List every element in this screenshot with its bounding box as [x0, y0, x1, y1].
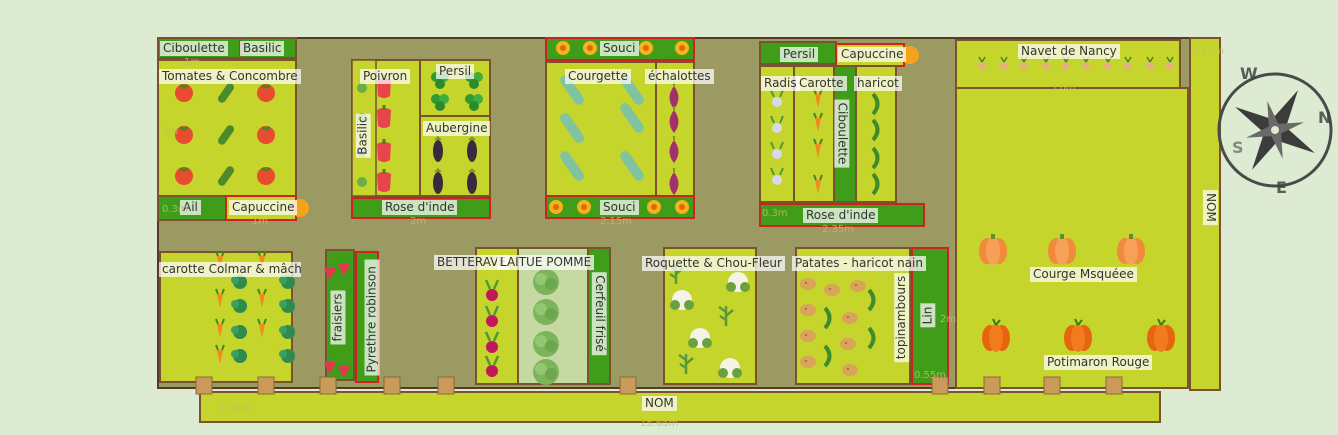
label-radis: Radis	[761, 76, 800, 91]
label-rose-left: Rose d'inde	[382, 200, 458, 215]
label-basilic-top: Basilic	[240, 41, 285, 56]
label-betterave: BETTERAVE	[434, 255, 509, 270]
label-pyrethre: Pyrethre robinson	[364, 259, 380, 376]
label-topinambours: topinambours	[894, 272, 910, 363]
dim-label: 0.45m	[1192, 46, 1225, 57]
dim-label: 2.15m	[600, 216, 633, 227]
label-ciboulette-v: Ciboulette	[834, 99, 850, 168]
compass-rose-icon	[1217, 72, 1333, 188]
dim-label: 0.3m	[162, 204, 188, 215]
label-nom-right: NOM	[1202, 190, 1218, 225]
dim-label: 3m	[162, 126, 179, 137]
label-cerfeuil: Cerfeuil frisé	[591, 272, 607, 355]
label-courgette: Courgette	[565, 69, 631, 84]
label-ail: Ail	[180, 200, 201, 215]
label-laitue: LAITUE POMME	[497, 255, 595, 270]
label-navet: Navet de Nancy	[1018, 44, 1120, 59]
label-tomates: Tomates & Concombre	[159, 69, 301, 84]
label-capuccine-right: Capuccine	[838, 47, 907, 62]
dim-label: 2.35m	[822, 224, 855, 235]
bed-nom-bottom[interactable]	[199, 391, 1161, 423]
label-rose-right: Rose d'inde	[803, 208, 879, 223]
label-haricot: haricot	[854, 76, 902, 91]
label-souci-top: Souci	[600, 41, 639, 56]
dim-label: 0.45m	[221, 404, 254, 415]
label-aubergine: Aubergine	[423, 121, 491, 136]
label-persil-right: Persil	[780, 47, 819, 62]
dim-label: 0.55m	[914, 370, 947, 381]
label-poivron: Poivron	[360, 69, 411, 84]
compass-n: N	[1318, 108, 1332, 127]
label-courge: Courge Msquéee	[1030, 267, 1137, 282]
compass-w: W	[1240, 64, 1258, 83]
bed-betterave[interactable]	[475, 247, 519, 385]
dim-label: 15.65m	[640, 418, 679, 429]
label-fraisiers: fraisiers	[330, 290, 346, 345]
dim-label: 3.6m	[1050, 82, 1076, 93]
label-capuccine-left: Capuccine	[229, 200, 298, 215]
label-lin: Lin	[920, 303, 936, 328]
label-basilic-side: Basilic	[355, 113, 371, 158]
label-echalottes: échalottes	[645, 69, 714, 84]
label-carotte: Carotte	[796, 76, 847, 91]
compass-e: E	[1276, 178, 1287, 197]
label-carotte-colmar: carotte Colmar & mâche	[159, 262, 301, 277]
dim-label: 2m	[410, 216, 427, 227]
label-potimaron: Potimaron Rouge	[1044, 355, 1153, 370]
label-persil-mid: Persil	[436, 64, 475, 79]
label-nom-bottom: NOM	[642, 396, 677, 411]
label-patates: Patates - haricot nain	[792, 256, 926, 271]
label-ciboulette: Ciboulette	[160, 41, 228, 56]
dim-label: 1m	[252, 216, 269, 227]
compass-s: S	[1232, 138, 1244, 157]
label-souci-bottom: Souci	[600, 200, 639, 215]
dim-label: 0.3m	[762, 208, 788, 219]
label-roquette: Roquette & Chou-Fleur	[642, 256, 785, 271]
dim-label: 1m	[184, 57, 201, 68]
dim-label: 2m	[940, 314, 957, 325]
